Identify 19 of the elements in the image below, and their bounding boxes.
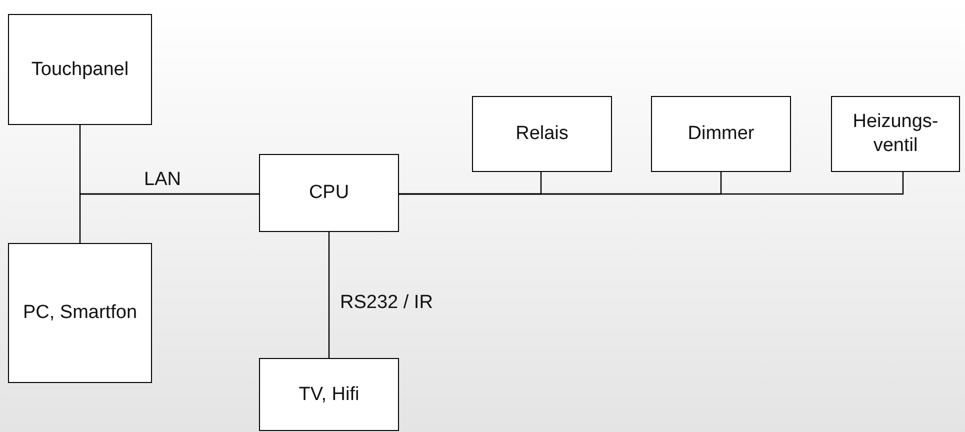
box-label: TV, Hifi: [298, 382, 360, 406]
box-label: Relais: [516, 122, 568, 146]
component-box: [651, 96, 791, 172]
connector-line: [399, 172, 904, 195]
box-label: CPU: [308, 181, 350, 205]
edge-label: RS232 / IR: [339, 293, 434, 312]
component-box: [259, 154, 399, 232]
edge-label: LAN: [143, 170, 182, 189]
component-box: [472, 96, 612, 172]
box-label: Dimmer: [688, 122, 754, 146]
connector-line: [79, 193, 259, 243]
connector-line: [328, 232, 330, 358]
component-box: [259, 358, 399, 431]
component-box: [8, 243, 152, 383]
component-box: [8, 14, 152, 125]
box-label: PC, Smartfon: [22, 301, 138, 325]
box-label: Heizungs- ventil: [852, 110, 940, 158]
component-box: [831, 96, 960, 172]
box-label: Touchpanel: [31, 58, 129, 82]
